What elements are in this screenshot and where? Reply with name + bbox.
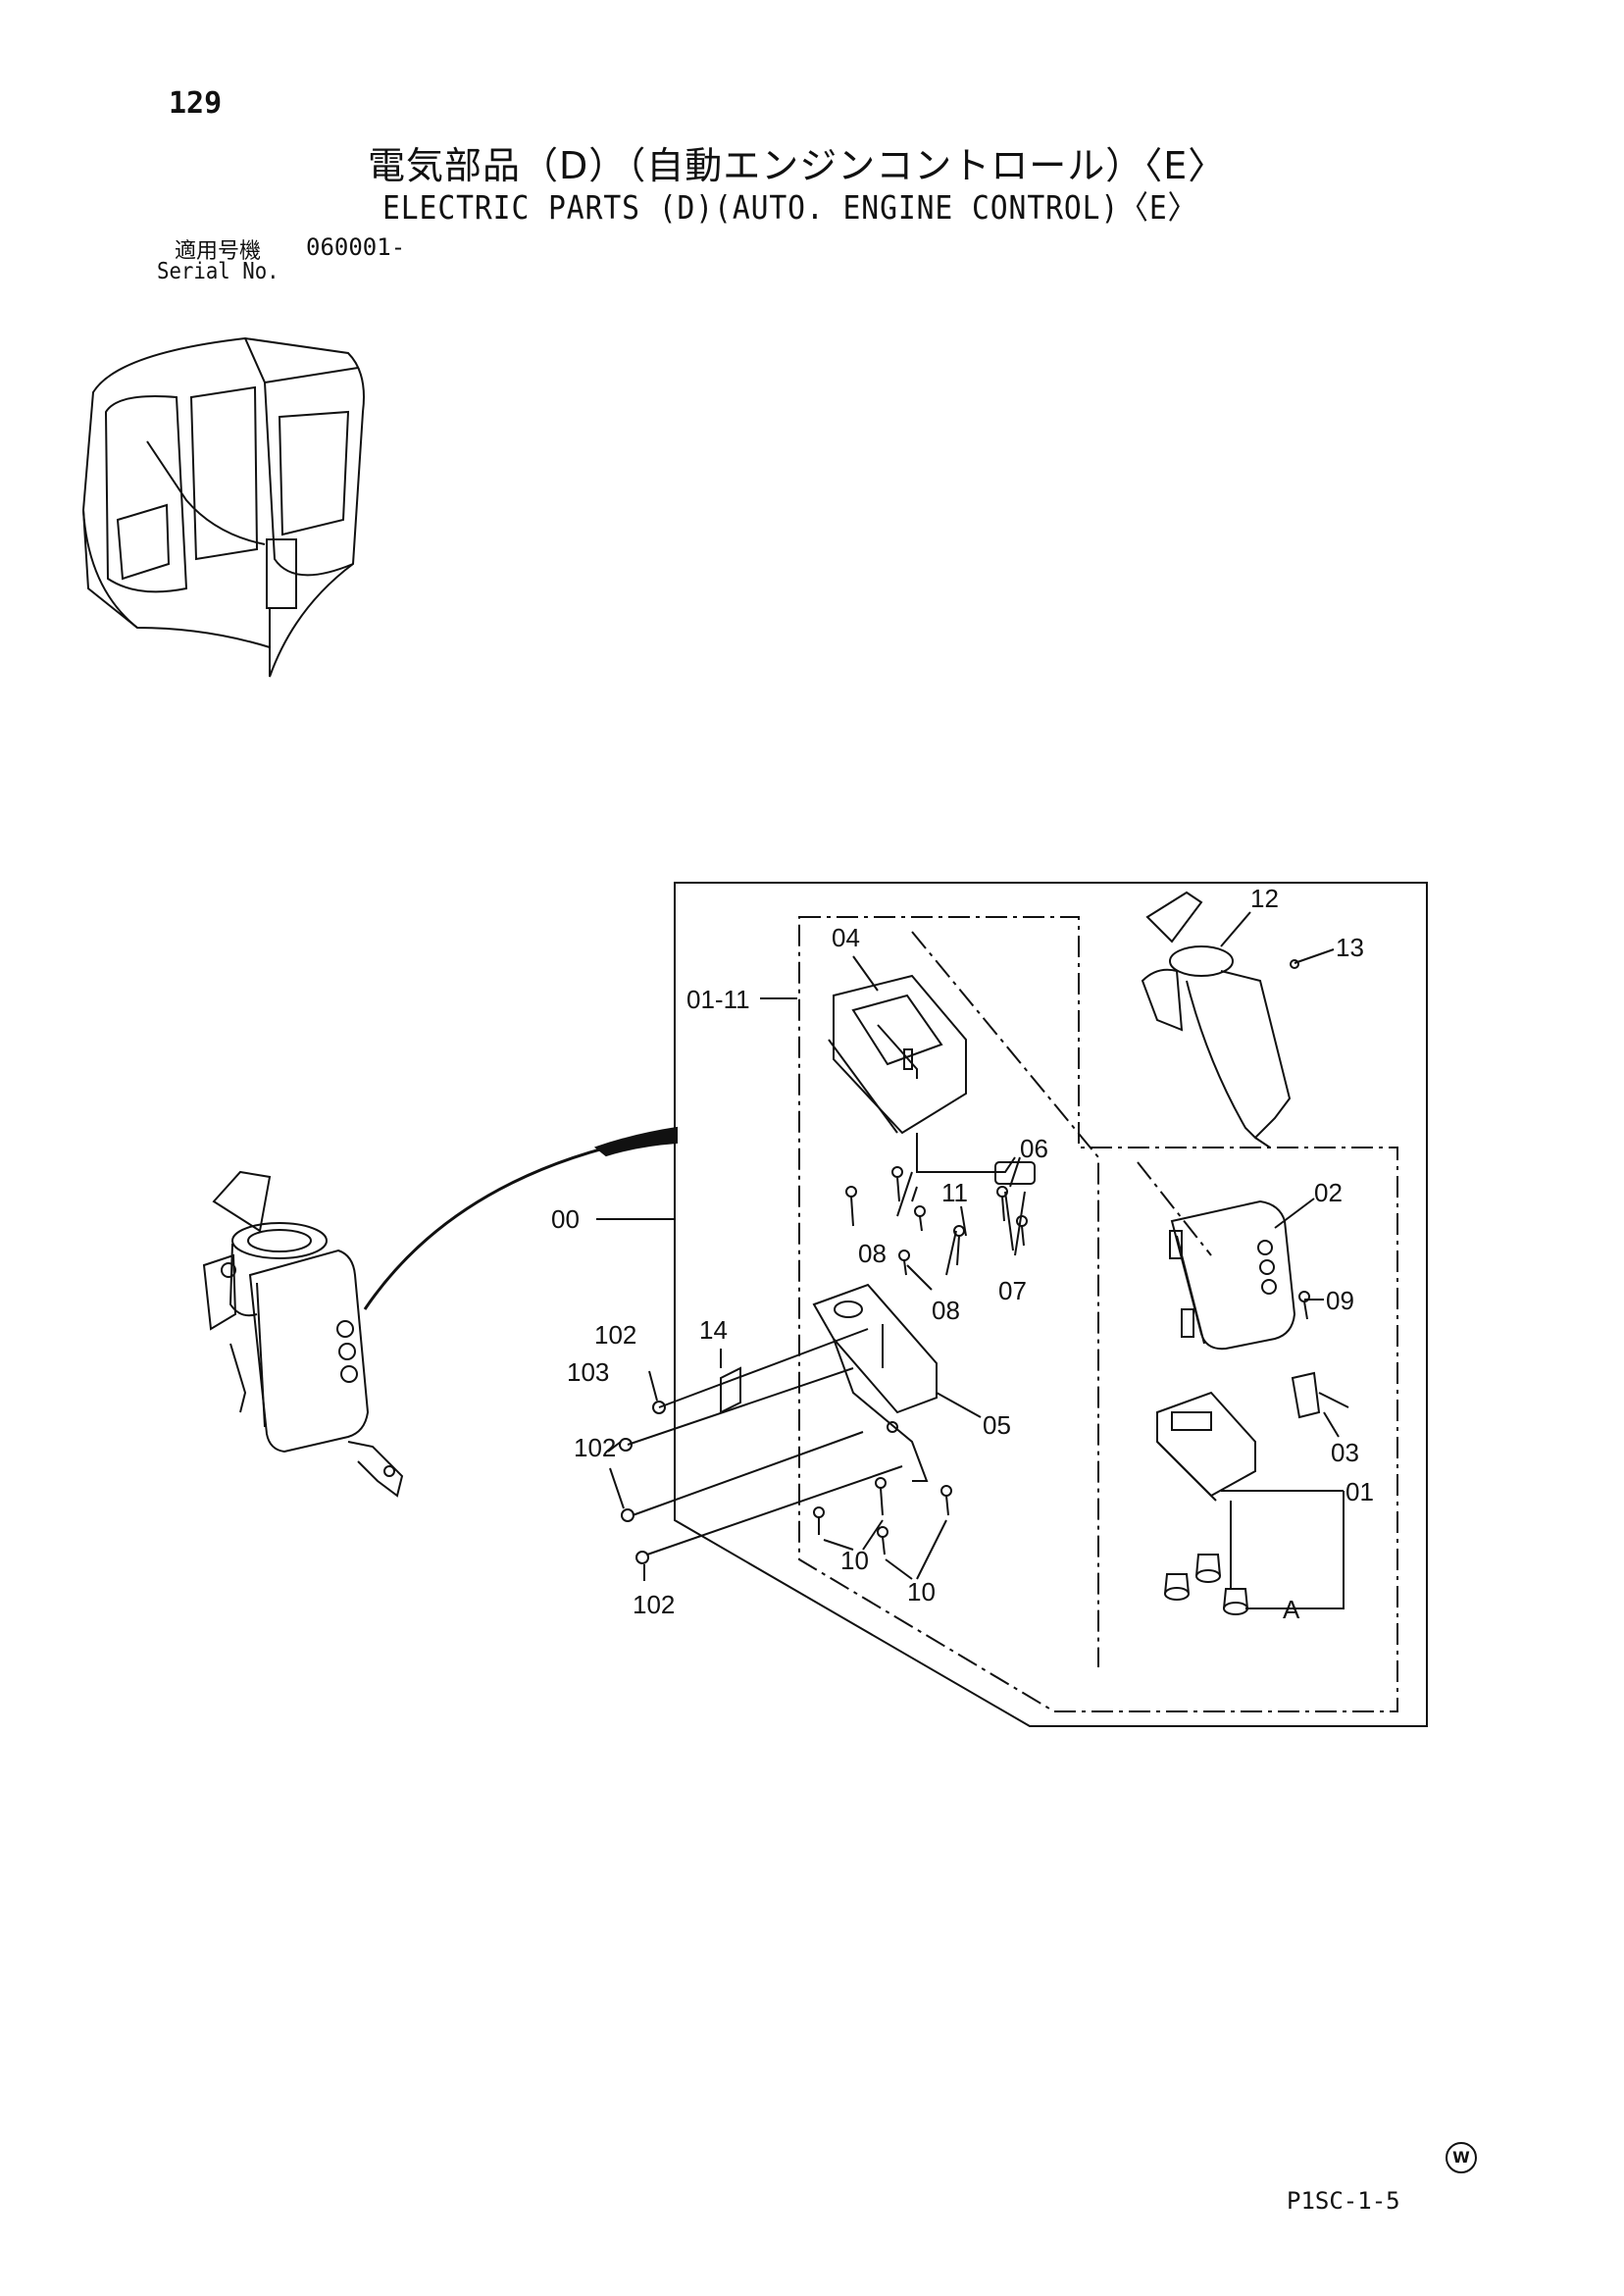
callout-14: 14 — [699, 1315, 728, 1345]
callout-05: 05 — [983, 1410, 1011, 1440]
part-12-bracket-illustration — [1141, 891, 1292, 1148]
callout-10-b: 10 — [907, 1577, 936, 1607]
callout-11: 11 — [941, 1178, 968, 1207]
callout-12: 12 — [1250, 884, 1279, 913]
callout-08-b: 08 — [932, 1296, 960, 1325]
callout-09: 09 — [1326, 1286, 1354, 1315]
mount-a-illustration — [1164, 1554, 1248, 1615]
callout-10-a: 10 — [840, 1546, 869, 1575]
page-number: 129 — [169, 86, 223, 121]
callout-13: 13 — [1336, 933, 1364, 962]
callout-102-c: 102 — [633, 1590, 675, 1619]
callout-102-a: 102 — [594, 1320, 636, 1350]
callout-00: 00 — [551, 1204, 580, 1234]
part-05-bracket-illustration — [812, 1283, 938, 1482]
part-02-controller-illustration — [1169, 1199, 1296, 1351]
title-japanese: 電気部品（D）（自動エンジンコントロール）〈E〉 — [368, 144, 1227, 187]
callout-04: 04 — [832, 923, 860, 952]
title-english: ELECTRIC PARTS (D)(AUTO. ENGINE CONTROL)… — [382, 188, 1198, 227]
assembled-control-unit-illustration — [202, 1170, 404, 1498]
callout-02: 02 — [1314, 1178, 1343, 1207]
callout-06: 06 — [1020, 1134, 1048, 1163]
part-01-control-box-illustration — [1156, 1391, 1256, 1502]
callout-01-11: 01-11 — [686, 985, 750, 1014]
serial-number-value: 060001- — [306, 233, 406, 261]
callout-102-b: 102 — [574, 1433, 616, 1462]
callout-03: 03 — [1331, 1438, 1359, 1467]
part-04-tray-illustration — [828, 974, 967, 1135]
callout-a: A — [1283, 1595, 1300, 1624]
callout-08-a: 08 — [858, 1239, 887, 1268]
page-code: P1SC-1-5 — [1287, 2187, 1400, 2215]
cab-overview-illustration — [81, 336, 365, 678]
callout-01: 01 — [1345, 1477, 1374, 1506]
serial-label-english: Serial No. — [157, 259, 279, 284]
serial-label-japanese: 適用号機 — [175, 239, 262, 264]
callout-07: 07 — [998, 1276, 1027, 1305]
callout-103: 103 — [567, 1357, 609, 1387]
region-mark-icon: W — [1446, 2142, 1477, 2173]
